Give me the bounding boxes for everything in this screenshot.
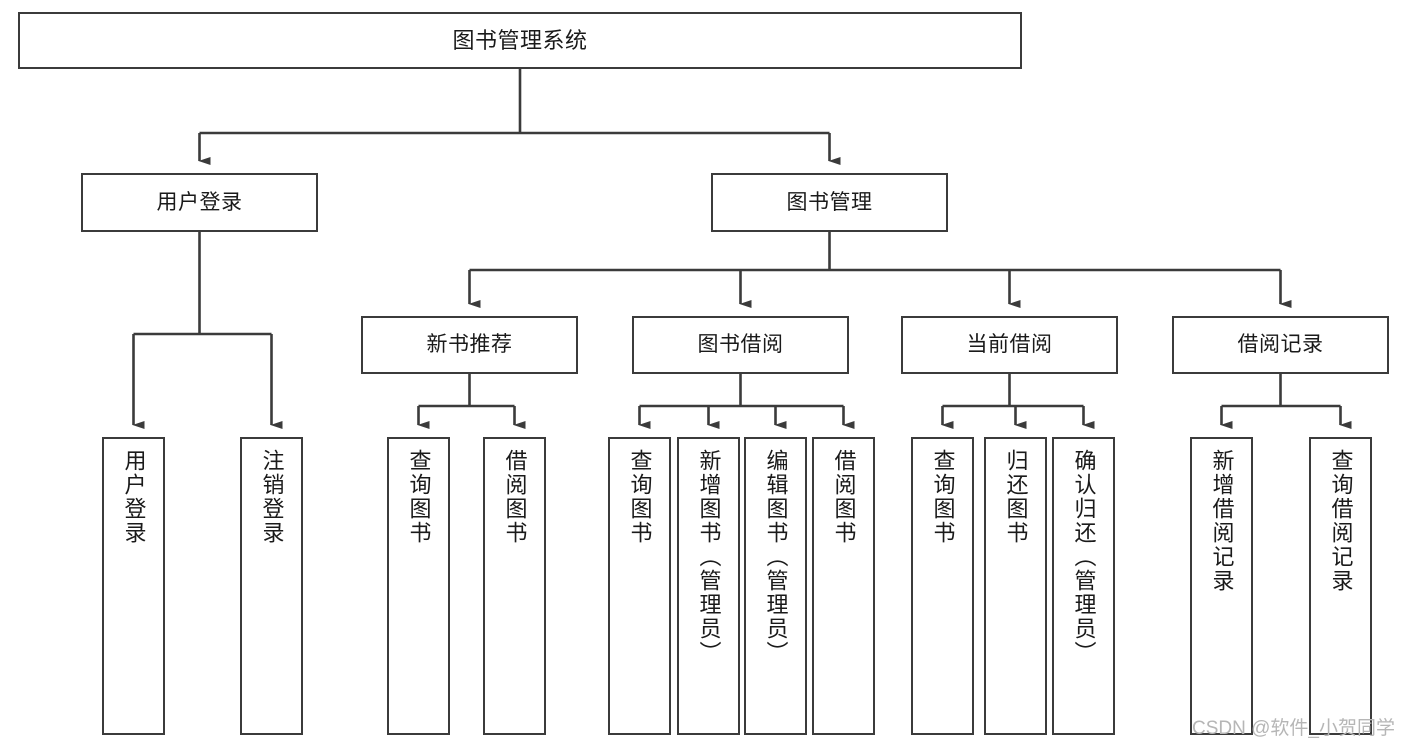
node-label: 新增借阅记录	[1209, 449, 1235, 593]
node-leaf-borrow-1[interactable]: 借阅图书	[483, 437, 546, 735]
node-label: 查询图书	[930, 449, 956, 545]
node-leaf-return[interactable]: 归还图书	[984, 437, 1047, 735]
node-leaf-borrow-2[interactable]: 借阅图书	[812, 437, 875, 735]
node-label: 编辑图书（管理员）	[763, 449, 789, 665]
node-new-book-rec[interactable]: 新书推荐	[361, 316, 578, 374]
node-label: 查询图书	[627, 449, 653, 545]
node-book-manage[interactable]: 图书管理	[711, 173, 948, 232]
node-label: 图书借阅	[697, 333, 784, 357]
node-label: 注销登录	[259, 449, 285, 545]
node-label: 新书推荐	[426, 333, 513, 357]
node-label: 借阅图书	[502, 449, 528, 545]
node-label: 借阅图书	[831, 449, 857, 545]
node-leaf-query-rec[interactable]: 查询借阅记录	[1309, 437, 1372, 735]
node-leaf-confirm[interactable]: 确认归还（管理员）	[1052, 437, 1115, 735]
node-leaf-query-3[interactable]: 查询图书	[911, 437, 974, 735]
node-label: 图书管理	[786, 190, 873, 214]
node-leaf-add-record[interactable]: 新增借阅记录	[1190, 437, 1253, 735]
node-book-borrow[interactable]: 图书借阅	[632, 316, 849, 374]
node-label: 用户登录	[121, 449, 147, 545]
node-label: 当前借阅	[966, 333, 1053, 357]
node-label: 图书管理系统	[452, 27, 588, 53]
node-user-login[interactable]: 用户登录	[81, 173, 318, 232]
node-leaf-edit-book[interactable]: 编辑图书（管理员）	[744, 437, 807, 735]
node-leaf-user-login[interactable]: 用户登录	[102, 437, 165, 735]
node-label: 新增图书（管理员）	[696, 449, 722, 665]
node-leaf-add-book[interactable]: 新增图书（管理员）	[677, 437, 740, 735]
node-root[interactable]: 图书管理系统	[18, 12, 1022, 69]
node-leaf-logout[interactable]: 注销登录	[240, 437, 303, 735]
node-borrow-record[interactable]: 借阅记录	[1172, 316, 1389, 374]
watermark-label: CSDN @软件_小贺同学	[1192, 718, 1395, 739]
node-label: 用户登录	[156, 190, 243, 214]
node-leaf-query-1[interactable]: 查询图书	[387, 437, 450, 735]
node-label: 归还图书	[1003, 449, 1029, 545]
node-label: 借阅记录	[1237, 333, 1324, 357]
node-label: 查询图书	[406, 449, 432, 545]
node-label: 查询借阅记录	[1328, 449, 1354, 593]
node-current-borrow[interactable]: 当前借阅	[901, 316, 1118, 374]
node-leaf-query-2[interactable]: 查询图书	[608, 437, 671, 735]
node-label: 确认归还（管理员）	[1071, 449, 1097, 665]
